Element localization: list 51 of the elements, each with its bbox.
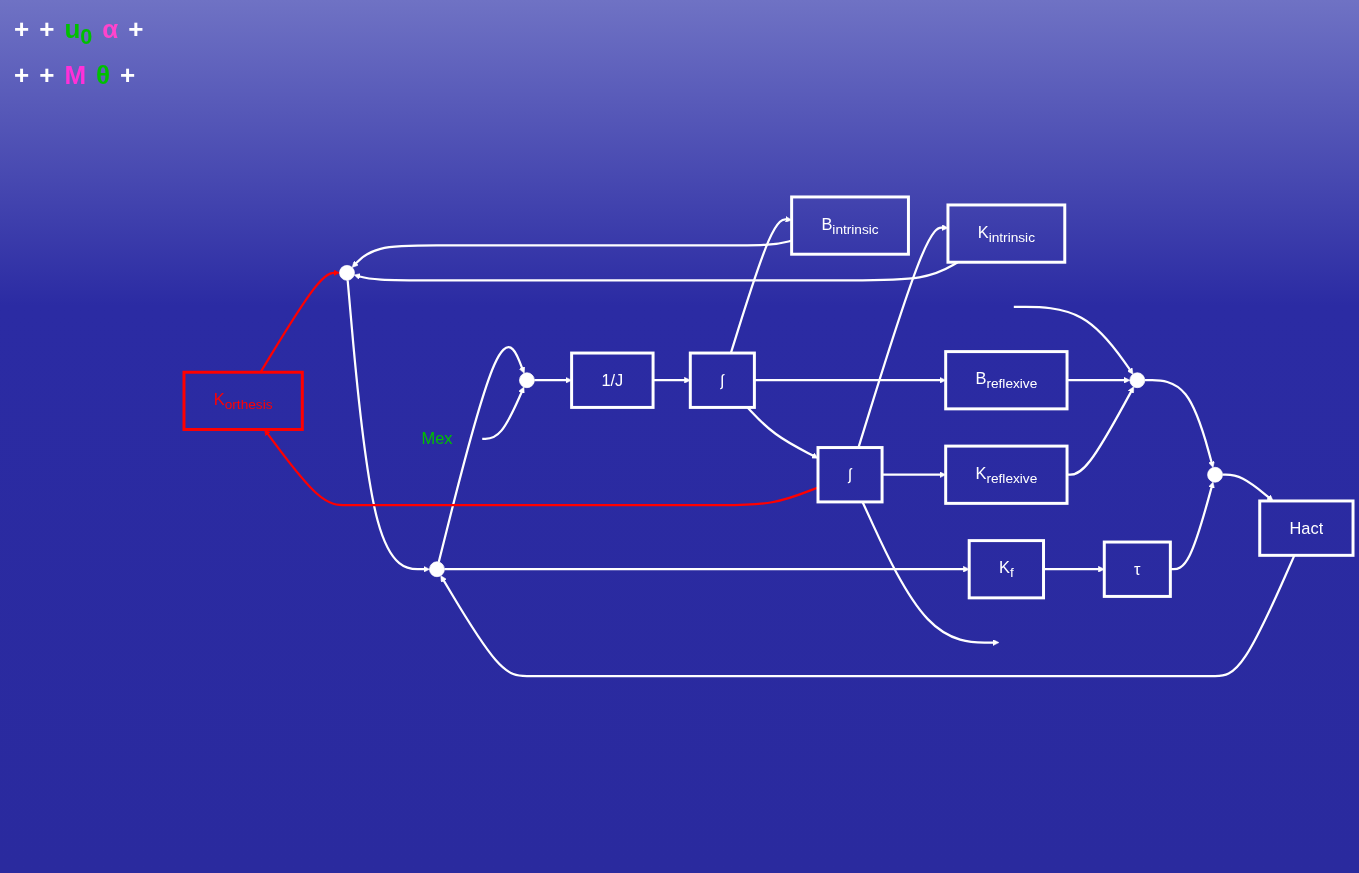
node-box: K$_{reflexive}$	[944, 444, 1069, 505]
arrow	[861, 501, 1000, 646]
node-box: B$_{reflexive}$	[944, 350, 1069, 411]
node-text: Mex	[421, 429, 453, 449]
node-box: K$_{intrinsic}$	[946, 203, 1067, 264]
node-box: τ	[1102, 540, 1172, 598]
arrow	[534, 376, 572, 384]
arrow	[440, 554, 1296, 678]
arrow	[754, 376, 946, 384]
node-circle	[1129, 372, 1146, 389]
arrow	[857, 224, 949, 448]
arrow	[653, 376, 691, 384]
arrow	[1043, 565, 1105, 573]
node-box: B$_{intrinsic}$	[790, 195, 910, 256]
signal-label: u$_{0}$	[64, 14, 93, 51]
node-circle	[339, 265, 355, 281]
arrow	[437, 346, 526, 563]
signal-label: +	[14, 60, 30, 92]
arrow	[1144, 379, 1215, 468]
arrow	[746, 406, 819, 459]
arrow	[1067, 376, 1131, 384]
signal-label: θ	[96, 60, 111, 92]
signal-label: α	[102, 14, 119, 46]
node-circle	[429, 561, 445, 578]
signal-label: +	[39, 60, 55, 92]
arrow	[351, 239, 792, 268]
arrow	[264, 429, 819, 507]
arrow	[1013, 305, 1134, 375]
signal-label: M	[64, 60, 87, 92]
node-circle	[1207, 466, 1223, 483]
arrow	[882, 471, 946, 478]
node-box: 1/J	[570, 351, 655, 409]
node-box: ∫	[816, 446, 884, 504]
arrow	[1222, 473, 1274, 502]
arrow	[729, 216, 792, 354]
arrow	[482, 386, 525, 440]
node-circle	[519, 372, 535, 389]
arrow	[444, 565, 970, 573]
node-box: ∫	[688, 351, 756, 409]
node-box: Hact	[1258, 499, 1355, 557]
arrow	[1170, 481, 1215, 571]
arrow	[259, 269, 340, 373]
node-box: K$_{f}$	[967, 539, 1045, 600]
signal-label: +	[39, 14, 55, 46]
signal-label: +	[128, 14, 144, 46]
arrow	[1067, 386, 1135, 476]
signal-label: +	[120, 60, 136, 92]
signal-label: +	[14, 14, 30, 46]
arrow	[353, 261, 959, 282]
node-box: K$_{orthesis}$	[182, 370, 304, 431]
arrow	[346, 280, 430, 573]
